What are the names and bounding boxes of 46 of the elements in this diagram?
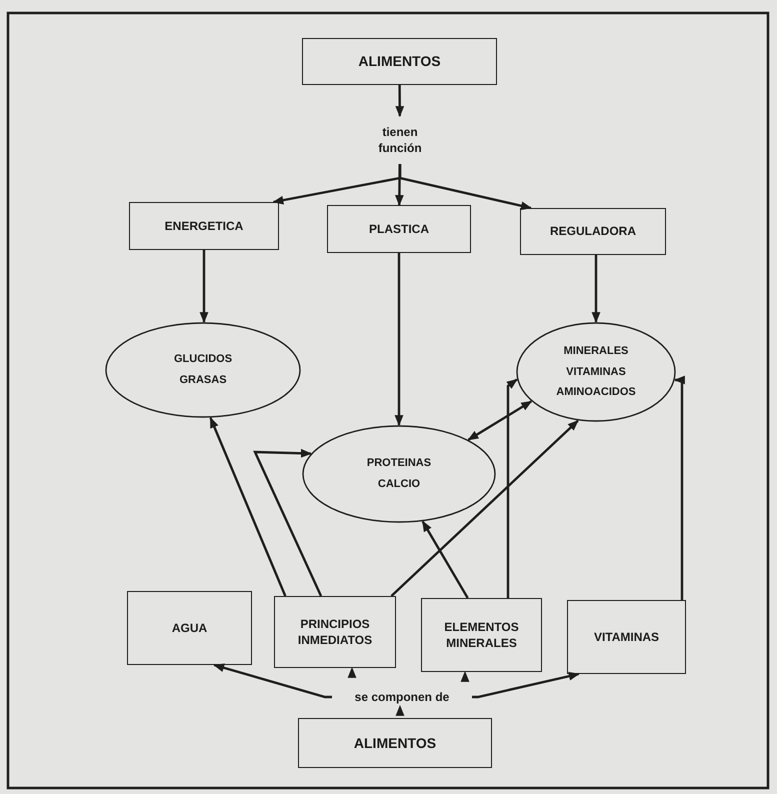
concept-label: PLASTICA	[369, 220, 429, 238]
arrow	[209, 416, 286, 596]
arrow	[467, 400, 532, 441]
arrow	[506, 378, 518, 598]
arrow	[422, 520, 469, 599]
arrow	[472, 672, 580, 698]
concept-label: GLUCIDOS	[174, 352, 232, 367]
concept-box	[298, 718, 492, 768]
concept-box	[274, 596, 396, 668]
linking-words: se componen de	[354, 688, 450, 706]
arrow	[213, 664, 332, 698]
concept-label: VITAMINAS	[566, 364, 626, 380]
concept-label: PROTEINAS	[366, 456, 432, 471]
concept-label: AGUA	[172, 620, 208, 636]
concept-label: ALIMENTOS	[358, 52, 441, 71]
arrow	[253, 448, 322, 596]
arrow	[396, 704, 404, 718]
concept-ellipse	[105, 322, 301, 418]
concept-label: PRINCIPIOS INMEDIATOS	[296, 616, 374, 648]
concept-label: AMINOACIDOS	[556, 385, 636, 400]
arrow	[592, 255, 600, 324]
concept-label: ELEMENTOS MINERALES	[443, 618, 520, 652]
concept-box	[520, 208, 666, 255]
concept-box	[129, 202, 279, 250]
concept-label: MINERALES	[564, 344, 628, 359]
concept-label: CALCIO	[378, 477, 420, 492]
arrow	[390, 420, 579, 597]
concept-box	[421, 598, 542, 672]
arrow	[395, 85, 404, 118]
concept-label: REGULADORA	[550, 223, 636, 240]
concept-box	[327, 205, 471, 253]
concept-label: VITAMINAS	[594, 628, 660, 646]
concept-ellipse	[516, 322, 676, 422]
arrow	[394, 253, 404, 426]
arrow	[395, 164, 404, 206]
concept-box	[127, 591, 252, 665]
concept-box	[302, 38, 497, 85]
concept-ellipse	[302, 425, 496, 523]
arrow	[398, 164, 532, 210]
arrow	[200, 250, 208, 324]
linking-words: tienen función	[377, 124, 423, 156]
concept-label: ALIMENTOS	[354, 734, 436, 752]
arrow	[674, 376, 685, 600]
concept-box	[567, 600, 686, 674]
concept-label: GRASAS	[179, 373, 227, 388]
concept-label: ENERGETICA	[164, 218, 244, 234]
